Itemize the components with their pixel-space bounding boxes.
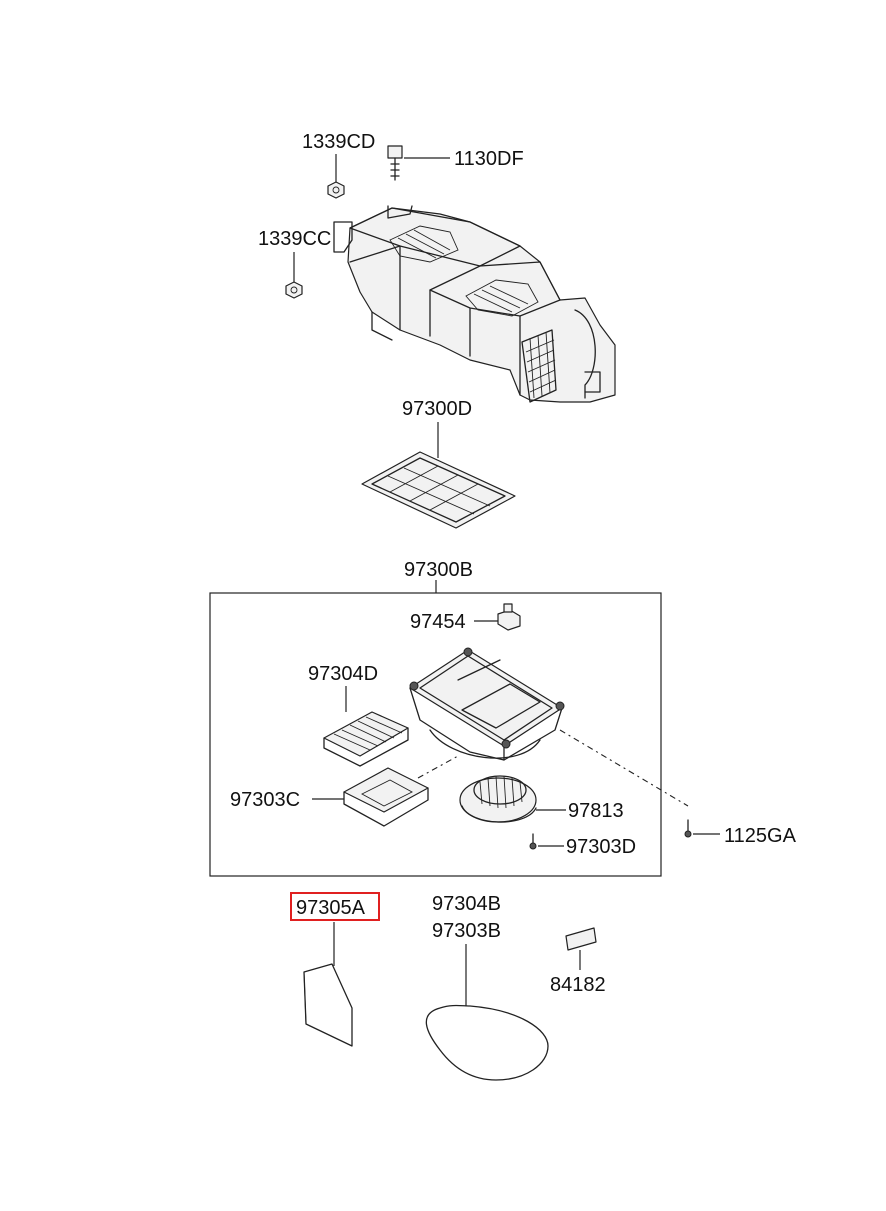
screw-97303D-icon — [529, 833, 537, 850]
label-1125GA[interactable]: 1125GA — [724, 825, 797, 847]
screw-1125GA-icon — [684, 819, 692, 838]
label-84182[interactable]: 84182 — [550, 974, 606, 996]
label-97304B[interactable]: 97304B — [432, 893, 501, 915]
label-97305A[interactable]: 97305A — [296, 897, 366, 919]
gasket-97304B — [425, 1004, 549, 1081]
nut-1339CC-icon — [285, 281, 303, 299]
filter-cover-97303C — [343, 767, 429, 827]
filter-frame-97300D — [361, 451, 516, 529]
blower-motor-97813 — [459, 775, 537, 823]
label-97813[interactable]: 97813 — [568, 800, 624, 822]
label-97303B[interactable]: 97303B — [432, 920, 501, 942]
label-97300B[interactable]: 97300B — [404, 559, 473, 581]
blower-case — [409, 647, 565, 761]
label-97300D[interactable]: 97300D — [402, 398, 472, 420]
label-97454[interactable]: 97454 — [410, 611, 466, 633]
filter-element-97304D — [323, 711, 409, 767]
clip-97454-icon — [497, 603, 521, 631]
label-97303C[interactable]: 97303C — [230, 789, 300, 811]
bolt-1130DF-icon — [387, 145, 403, 181]
highlight-box — [290, 892, 380, 921]
label-97303D[interactable]: 97303D — [566, 836, 636, 858]
label-1339CD[interactable]: 1339CD — [302, 131, 375, 153]
nut-1339CD-icon — [327, 181, 345, 199]
label-84182 — [565, 927, 597, 951]
label-1130DF[interactable]: 1130DF — [454, 148, 524, 170]
sheet-97305A — [303, 963, 353, 1047]
duct-housing — [333, 205, 616, 403]
label-1339CC[interactable]: 1339CC — [258, 228, 331, 250]
label-97304D[interactable]: 97304D — [308, 663, 378, 685]
assembly-97300B-frame — [209, 592, 662, 877]
